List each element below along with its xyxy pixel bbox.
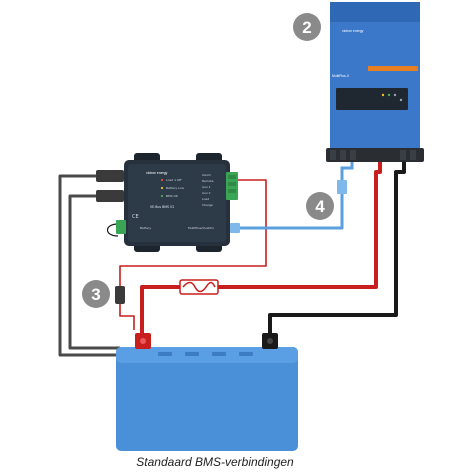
battery-body	[116, 347, 298, 451]
terminal-bolt	[140, 338, 146, 344]
inverter-port	[340, 150, 346, 160]
badge-2: 2	[293, 13, 321, 41]
terminal-screw	[228, 189, 236, 193]
bms-label-right: Remote	[202, 179, 214, 183]
bms-label-right: Alarm	[202, 173, 211, 177]
terminal-screw	[228, 182, 236, 186]
badge-number: 4	[315, 197, 325, 216]
inverter-port	[330, 150, 336, 160]
fuse	[179, 279, 219, 295]
bms-cable-1	[58, 174, 124, 357]
inverter-led	[393, 93, 397, 97]
inverter-brand: victron energy	[342, 29, 364, 33]
bms-led	[160, 178, 164, 182]
inverter-port	[350, 150, 356, 160]
inverter-led	[387, 93, 391, 97]
rj45-connector-bms	[230, 223, 240, 233]
fuse-element	[182, 281, 216, 293]
bms-label-battery-low: Battery Low	[166, 186, 185, 190]
inverter-top	[330, 2, 420, 22]
bms-cable-2	[68, 194, 124, 350]
negative-cable	[268, 162, 406, 335]
ce-mark: CE	[132, 214, 139, 220]
bms-label-multiplus-port: MultiPlus/Quattro	[188, 226, 214, 230]
inverter-device: victron energy MultiPlus-II	[326, 2, 424, 162]
badge-number: 2	[302, 18, 311, 37]
inverter-led	[381, 93, 385, 97]
ve-bus-cable	[238, 192, 344, 230]
rj45-connector-inverter	[337, 180, 347, 194]
battery-vent	[158, 352, 172, 356]
bms-power-wire	[119, 179, 267, 330]
bms-device: victron energy VE.Bus BMS V2 Load 1 Off …	[116, 153, 238, 252]
positive-cable-lower	[140, 285, 180, 335]
badge-circle	[82, 280, 110, 308]
bms-brand: victron energy	[146, 171, 168, 175]
badge-number: 3	[91, 285, 100, 304]
inline-fuse-holder	[115, 286, 125, 304]
m8-connector-2	[96, 190, 124, 202]
badge-circle	[306, 192, 334, 220]
terminal-screw	[228, 175, 236, 179]
inverter-body	[330, 2, 420, 152]
terminal-bolt	[267, 338, 273, 344]
bms-label-battery-port: Battery	[140, 226, 151, 230]
m8-connector-1	[96, 170, 124, 182]
bms-label-right: Charge	[202, 203, 213, 207]
battery-vent	[239, 352, 253, 356]
bms-cable-loop	[106, 223, 119, 237]
inverter-led	[399, 98, 403, 102]
positive-cable-upper	[218, 162, 382, 289]
bms-led	[160, 186, 164, 190]
inverter-orange-stripe	[368, 66, 418, 71]
diagram-caption: Standaard BMS-verbindingen	[136, 455, 294, 469]
badge-circle	[293, 13, 321, 41]
bms-model: VE.Bus BMS V2	[150, 205, 174, 209]
bms-label-right: Aux 2	[202, 191, 211, 195]
bms-led	[160, 194, 164, 198]
bms-label-right: Aux 1	[202, 185, 211, 189]
bms-remote-connector	[116, 220, 126, 234]
bms-label-load: Load 1 Off	[166, 178, 182, 182]
bms-label-bms-ok: BMS OK	[166, 194, 179, 198]
battery-top	[116, 347, 298, 363]
battery-vent	[185, 352, 199, 356]
bms-label-right: Load	[202, 197, 209, 201]
badge-3: 3	[82, 280, 110, 308]
badge-4: 4	[306, 192, 334, 220]
inverter-port	[400, 150, 406, 160]
inverter-port	[410, 150, 416, 160]
inverter-model: MultiPlus-II	[332, 74, 349, 78]
inverter-display-panel	[336, 88, 408, 110]
ve-bus-cable-end	[340, 162, 354, 180]
battery	[116, 333, 298, 451]
bms-front-panel	[128, 164, 226, 242]
battery-vent	[212, 352, 226, 356]
